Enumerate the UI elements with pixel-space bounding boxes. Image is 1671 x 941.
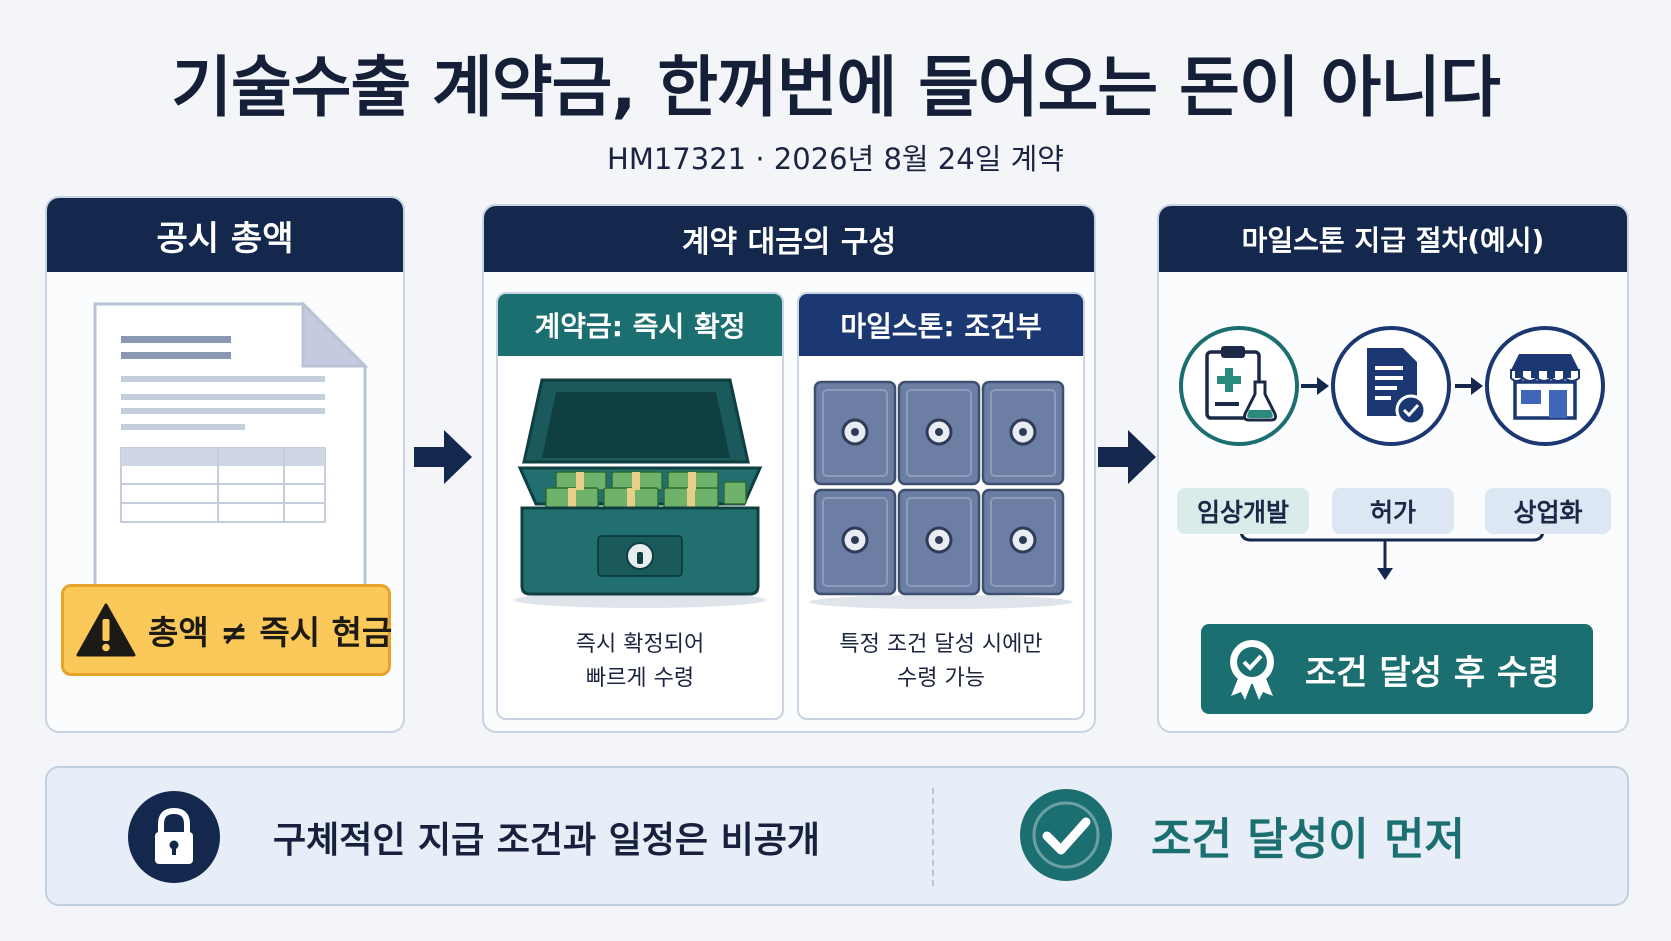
footer-left-text: 구체적인 지급 조건과 일정은 비공개 (273, 820, 820, 861)
footer-right: 조건 달성이 먼저 (1019, 788, 1465, 882)
step-clinical-development: 임상개발 (1177, 488, 1309, 534)
upfront-caption: 즉시 확정되어 빠르게 수령 (498, 628, 782, 696)
warning-icon (76, 603, 136, 657)
safe-vaults-icon (809, 380, 1073, 609)
document-icon (93, 302, 369, 590)
footer-divider (932, 788, 934, 886)
checkmark-icon (1020, 789, 1112, 881)
result-badge: 조건 달성 후 수령 (1201, 624, 1593, 714)
result-text: 조건 달성 후 수령 (1305, 652, 1560, 693)
milestone-caption-line1: 특정 조건 달성 시에만 (839, 632, 1043, 657)
panel-milestone-process: 마일스톤 지급 절차(예시) (1157, 204, 1629, 733)
storefront-icon (1510, 354, 1580, 420)
upfront-caption-line1: 즉시 확정되어 (575, 632, 705, 657)
step-commercialization: 상업화 (1485, 488, 1611, 534)
award-badge-icon (1230, 640, 1274, 700)
right-arrow-icon (1098, 430, 1156, 484)
process-flow (1179, 326, 1605, 580)
lock-icon (128, 791, 220, 883)
upfront-caption-line2: 빠르게 수령 (585, 666, 695, 691)
milestone-caption-line2: 수령 가능 (897, 666, 985, 691)
page-subtitle: HM17321 · 2026년 8월 24일 계약 (607, 142, 1064, 176)
right-arrow-icon (414, 430, 472, 484)
milestone-caption: 특정 조건 달성 시에만 수령 가능 (799, 628, 1083, 696)
step-arrow-icon (1455, 377, 1483, 395)
milestone-card: 마일스톤: 조건부 (797, 292, 1085, 720)
page-title: 기술수출 계약금, 한꺼번에 들어오는 돈이 아니다 (171, 49, 1500, 126)
warning-text: 총액 ≠ 즉시 현금 (148, 613, 393, 652)
milestone-card-title: 마일스톤: 조건부 (799, 294, 1083, 356)
panel-composition-title: 계약 대금의 구성 (484, 206, 1094, 272)
step-arrow-icon (1301, 377, 1329, 395)
panel-composition: 계약 대금의 구성 계약금: 즉시 확정 (482, 204, 1096, 733)
upfront-card-title: 계약금: 즉시 확정 (498, 294, 782, 356)
clinical-clipboard-icon (1205, 346, 1277, 422)
warning-badge: 총액 ≠ 즉시 현금 (61, 584, 393, 676)
footer-left: 구체적인 지급 조건과 일정은 비공개 (127, 790, 820, 884)
cash-chest-icon (514, 378, 766, 608)
panel-total-amount: 공시 총액 총액 ≠ 즉시 현금 (45, 196, 405, 733)
footer-bar: 구체적인 지급 조건과 일정은 비공개 조건 달성이 먼저 (45, 766, 1629, 906)
panel-process-title: 마일스톤 지급 절차(예시) (1159, 206, 1627, 272)
upfront-card: 계약금: 즉시 확정 (496, 292, 784, 720)
step-approval: 허가 (1332, 488, 1454, 534)
footer-right-text: 조건 달성이 먼저 (1151, 814, 1465, 865)
approval-document-icon (1367, 348, 1427, 426)
panel-total-amount-title: 공시 총액 (47, 198, 403, 272)
